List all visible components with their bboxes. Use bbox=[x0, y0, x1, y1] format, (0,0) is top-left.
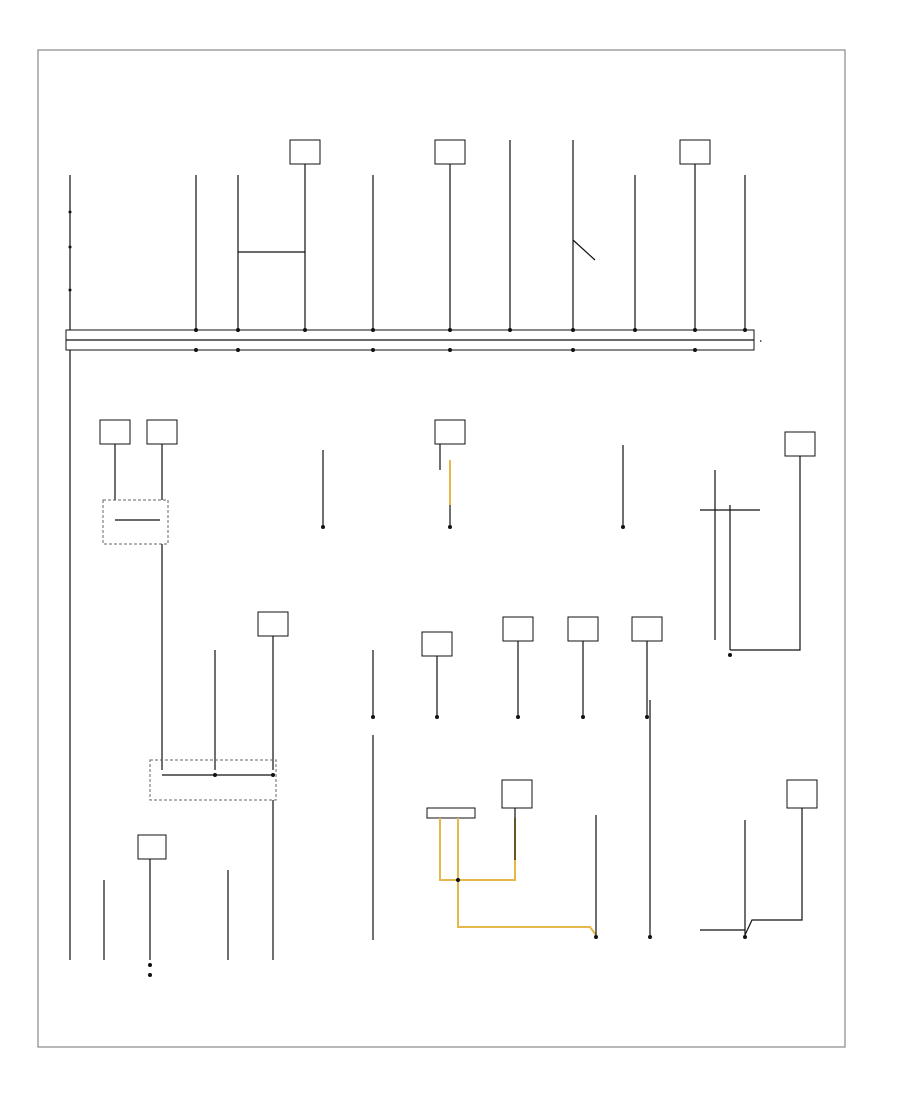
middle-left-section bbox=[99, 419, 289, 977]
right-middle-section bbox=[621, 431, 816, 657]
bottom-section bbox=[426, 700, 818, 939]
diagram-frame bbox=[37, 49, 846, 1048]
middle-center-section bbox=[321, 419, 663, 940]
svg-text:▸: ▸ bbox=[760, 338, 762, 343]
top-junction-bus: ▸ bbox=[65, 329, 762, 351]
top-branches bbox=[68, 139, 747, 960]
